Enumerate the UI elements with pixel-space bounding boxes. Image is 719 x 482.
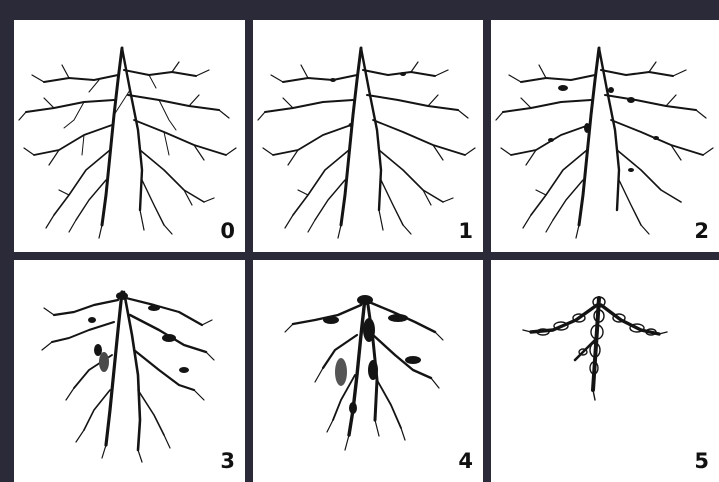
moderately-galled-root-drawing (496, 48, 713, 238)
slightly-galled-root-drawing (258, 48, 475, 238)
galled-root-drawing (42, 292, 214, 462)
large-gall-mark (335, 358, 347, 386)
root-system-illustration (14, 260, 245, 482)
score-label: 1 (458, 221, 473, 242)
panel-score-4: 4 (253, 260, 483, 482)
gall-marks (548, 85, 659, 172)
root-system-illustration (491, 260, 719, 482)
root-system-illustration (14, 20, 245, 252)
panel-score-0: 0 (14, 20, 245, 252)
score-label: 5 (694, 451, 709, 472)
heavily-galled-root-drawing (285, 298, 443, 450)
panel-score-5: 5 (491, 260, 719, 482)
panel-score-2: 2 (491, 20, 719, 252)
score-label: 2 (694, 221, 709, 242)
root-system-illustration (253, 260, 483, 482)
score-label: 0 (220, 221, 235, 242)
large-gall-mark (99, 352, 109, 372)
healthy-root-drawing (19, 48, 236, 238)
panel-score-1: 1 (253, 20, 483, 252)
score-label: 4 (458, 451, 473, 472)
gall-marks (323, 295, 421, 414)
root-system-illustration (491, 20, 719, 252)
root-system-illustration (253, 20, 483, 252)
score-label: 3 (220, 451, 235, 472)
panel-score-3: 3 (14, 260, 245, 482)
